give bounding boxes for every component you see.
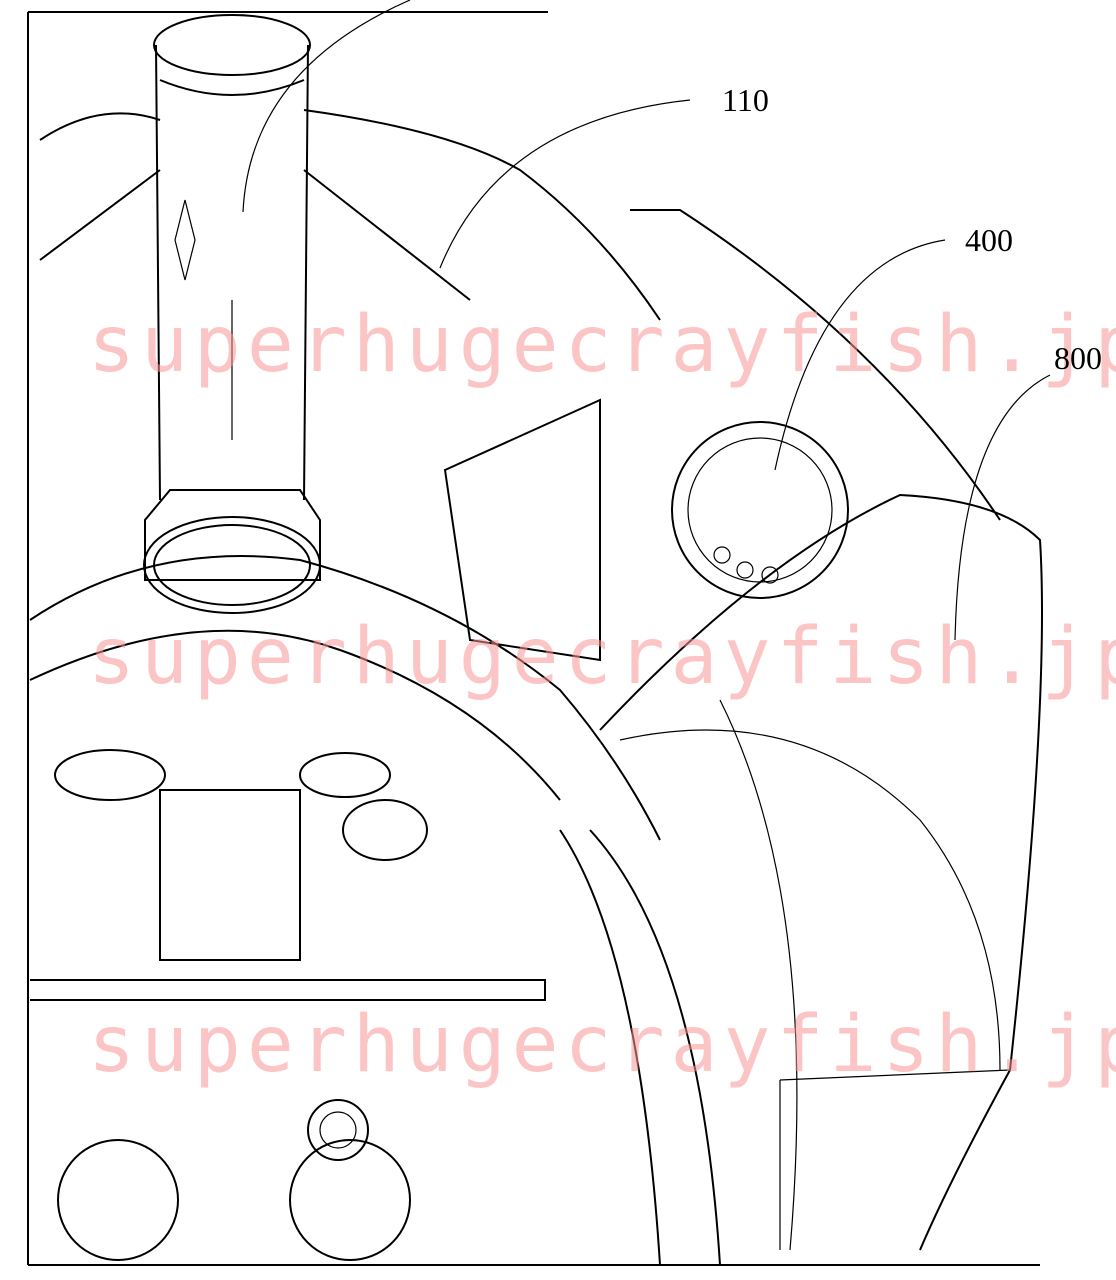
frame xyxy=(29,109,721,1266)
headlight-unit xyxy=(599,209,1043,1251)
reference-label-800: 800 xyxy=(1054,340,1102,376)
reference-label-400: 400 xyxy=(965,222,1013,258)
engine-block xyxy=(30,749,546,1261)
watermark: superhugecrayfish.jp xyxy=(88,1000,1116,1090)
watermark: superhugecrayfish.jp xyxy=(88,300,1116,390)
reference-label-110: 110 xyxy=(722,82,769,118)
leader-lines xyxy=(242,0,1051,641)
watermark: superhugecrayfish.jp xyxy=(88,612,1116,702)
